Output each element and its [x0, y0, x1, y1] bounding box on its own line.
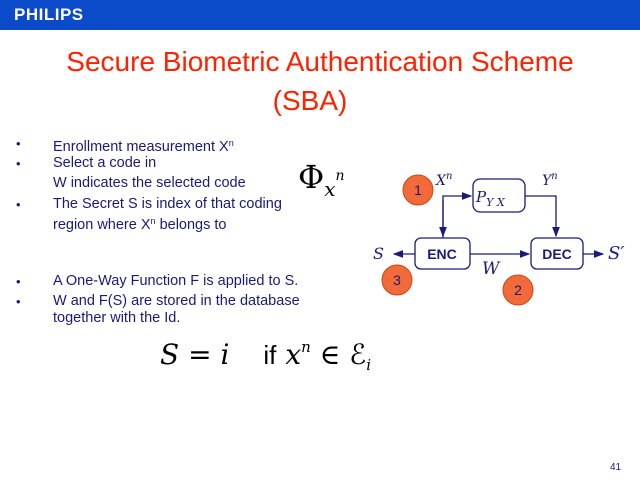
bullet-icon: • — [16, 294, 21, 309]
step-3-label: 3 — [393, 272, 401, 288]
philips-logo: PHILIPS — [14, 5, 84, 24]
s-label: S — [373, 244, 384, 263]
bullet-text: The Secret S is index of that coding — [53, 196, 282, 212]
dec-label: DEC — [542, 246, 572, 262]
bullet-text: together with the Id. — [53, 310, 181, 326]
bullet-text: W and F(S) are stored in the database — [53, 293, 300, 309]
slide-title: Secure Biometric Authentication Scheme — [66, 46, 574, 77]
header-bar: PHILIPS — [0, 0, 640, 30]
yn-label: Yn — [542, 171, 558, 189]
arrow-yn-dec — [525, 195, 560, 238]
bullet-text: Select a code in — [53, 155, 157, 171]
step-2-label: 2 — [514, 282, 522, 298]
bullet-icon: • — [16, 136, 21, 151]
step-1-label: 1 — [414, 182, 422, 198]
w-label: W — [482, 259, 501, 279]
bullet-text: A One-Way Function F is applied to S. — [53, 273, 299, 289]
channel-label: PY X — [475, 188, 506, 209]
s-prime-label: S′ — [608, 243, 624, 264]
bullet-icon: • — [16, 156, 21, 171]
arrow-xn-channel — [442, 192, 473, 238]
bullet-icon: • — [16, 274, 21, 289]
bullet-text: region where Xn belongs to — [53, 216, 227, 233]
step-3-badge — [381, 264, 413, 296]
bullet-text: Enrollment measurement Xn — [53, 138, 234, 155]
enc-label: ENC — [427, 246, 457, 262]
bullet-icon: • — [16, 197, 21, 212]
xn-label: Xn — [435, 171, 452, 189]
slide-title-line2: (SBA) — [272, 85, 348, 116]
page-number: 41 — [610, 462, 622, 473]
phi-formula: Φxn — [298, 158, 345, 201]
step-1-badge — [402, 174, 434, 206]
step-2-badge — [502, 274, 534, 306]
bullet-text: W indicates the selected code — [53, 175, 246, 191]
